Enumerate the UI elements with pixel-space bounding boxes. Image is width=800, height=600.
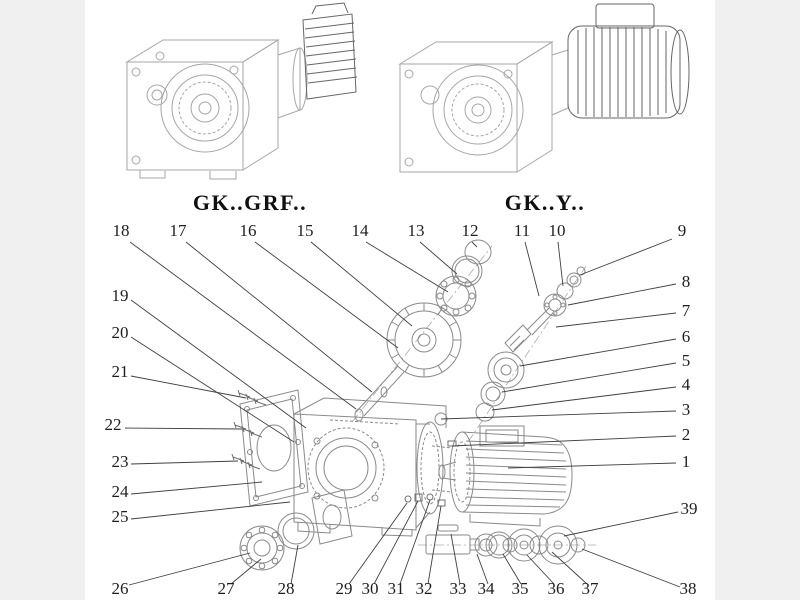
leader-line-4 bbox=[491, 386, 677, 411]
callout-number-12: 12 bbox=[462, 221, 479, 240]
leader-line-8 bbox=[567, 283, 677, 306]
callout-number-25: 25 bbox=[112, 507, 129, 526]
leader-line-14 bbox=[365, 241, 449, 293]
callout-number-16: 16 bbox=[240, 221, 257, 240]
callout-number-33: 33 bbox=[450, 579, 467, 598]
leader-line-12 bbox=[471, 241, 478, 248]
callout-number-34: 34 bbox=[478, 579, 496, 598]
callout-layer: 1234567891011121314151617181920212223242… bbox=[105, 221, 698, 598]
callout-number-35: 35 bbox=[512, 579, 529, 598]
leader-line-2 bbox=[451, 435, 677, 447]
callout-number-19: 19 bbox=[112, 286, 129, 305]
leader-line-39 bbox=[563, 511, 679, 537]
leader-line-22 bbox=[124, 427, 243, 430]
callout-number-15: 15 bbox=[297, 221, 314, 240]
leader-line-37 bbox=[551, 551, 588, 585]
callout-number-17: 17 bbox=[170, 221, 188, 240]
callout-number-11: 11 bbox=[514, 221, 530, 240]
leader-line-1 bbox=[507, 462, 677, 469]
cover-plate-drawing bbox=[239, 389, 309, 507]
motor-assembled-drawing bbox=[567, 3, 690, 119]
leader-line-25 bbox=[130, 501, 291, 520]
assembled-view-gk-y bbox=[398, 3, 690, 173]
retaining-rings-drawing bbox=[451, 239, 492, 287]
callout-number-9: 9 bbox=[678, 221, 687, 240]
callout-number-10: 10 bbox=[549, 221, 566, 240]
callout-number-21: 21 bbox=[112, 362, 129, 381]
callout-number-38: 38 bbox=[680, 579, 697, 598]
leader-line-18 bbox=[129, 241, 357, 410]
fan-cover-fins-drawing bbox=[302, 2, 358, 100]
leader-line-10 bbox=[557, 241, 564, 287]
variant-label-gk-grf: GK..GRF.. bbox=[193, 190, 307, 215]
gearbox-housing-drawing bbox=[293, 397, 453, 537]
output-shaft-assembly-drawing bbox=[425, 524, 586, 565]
callout-number-26: 26 bbox=[112, 579, 129, 598]
leader-line-7 bbox=[555, 312, 677, 328]
leader-line-13 bbox=[419, 241, 458, 275]
callout-number-24: 24 bbox=[112, 482, 130, 501]
callout-number-27: 27 bbox=[218, 579, 236, 598]
callout-number-7: 7 bbox=[682, 301, 691, 320]
axis-centerline-main bbox=[351, 245, 493, 423]
bottom-bearing-set-drawing bbox=[239, 489, 353, 571]
leader-line-17 bbox=[185, 241, 373, 393]
leader-line-26 bbox=[128, 552, 251, 586]
leader-line-3 bbox=[440, 410, 677, 420]
callout-number-28: 28 bbox=[278, 579, 295, 598]
leader-line-21 bbox=[130, 375, 247, 399]
leader-line-28 bbox=[290, 544, 299, 585]
callout-number-32: 32 bbox=[416, 579, 433, 598]
callout-number-14: 14 bbox=[352, 221, 370, 240]
main-gear-shaft-drawing bbox=[354, 302, 462, 422]
leader-line-6 bbox=[519, 338, 677, 367]
callout-number-4: 4 bbox=[682, 375, 691, 394]
leader-line-20 bbox=[130, 336, 295, 443]
callout-number-39: 39 bbox=[681, 499, 698, 518]
leader-line-16 bbox=[254, 241, 399, 349]
callout-number-13: 13 bbox=[408, 221, 425, 240]
leader-line-27 bbox=[230, 558, 262, 585]
leader-line-32 bbox=[427, 505, 442, 585]
middle-gear-stack-drawing bbox=[434, 351, 525, 426]
callout-number-31: 31 bbox=[388, 579, 405, 598]
leader-line-9 bbox=[579, 238, 673, 276]
leader-line-19 bbox=[130, 299, 307, 429]
assembled-view-gk-grf bbox=[125, 2, 358, 180]
leader-line-31 bbox=[399, 499, 431, 585]
leader-line-35 bbox=[502, 553, 522, 585]
leader-line-38 bbox=[581, 548, 681, 588]
leader-line-30 bbox=[373, 500, 419, 585]
bolt-screws-drawing bbox=[231, 389, 267, 470]
leader-line-11 bbox=[524, 241, 540, 297]
callout-number-23: 23 bbox=[112, 452, 129, 471]
exploded-view bbox=[231, 239, 596, 571]
motor-drawing bbox=[438, 425, 573, 527]
leader-line-23 bbox=[130, 460, 239, 465]
leader-line-34 bbox=[476, 553, 489, 585]
callout-number-8: 8 bbox=[682, 272, 691, 291]
callout-number-37: 37 bbox=[582, 579, 600, 598]
leader-line-36 bbox=[526, 554, 555, 585]
callout-number-1: 1 bbox=[682, 452, 691, 471]
leader-line-15 bbox=[310, 241, 413, 327]
axis-centerline-input bbox=[467, 265, 587, 443]
leader-line-24 bbox=[130, 481, 263, 495]
callout-number-29: 29 bbox=[336, 579, 353, 598]
callout-number-22: 22 bbox=[105, 415, 122, 434]
leader-line-29 bbox=[348, 502, 408, 585]
variant-label-gk-y: GK..Y.. bbox=[505, 190, 586, 215]
callout-number-18: 18 bbox=[113, 221, 130, 240]
callout-number-5: 5 bbox=[682, 351, 691, 370]
callout-number-36: 36 bbox=[548, 579, 565, 598]
callout-number-20: 20 bbox=[112, 323, 129, 342]
callout-number-6: 6 bbox=[682, 327, 691, 346]
leader-line-5 bbox=[501, 362, 677, 393]
callout-number-30: 30 bbox=[362, 579, 379, 598]
callout-number-3: 3 bbox=[682, 400, 691, 419]
callout-number-2: 2 bbox=[682, 425, 691, 444]
leader-line-33 bbox=[450, 533, 461, 585]
